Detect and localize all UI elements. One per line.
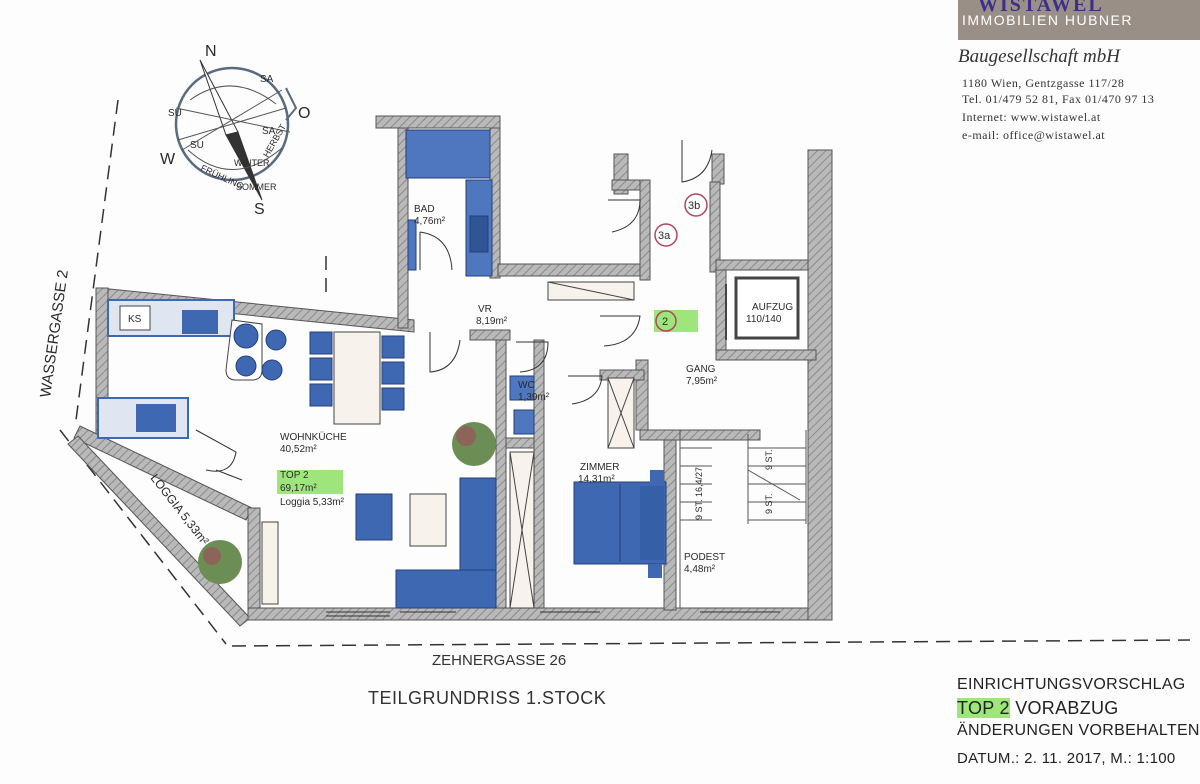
- bathroom-fixtures: [405, 129, 535, 435]
- label-ks: KS: [128, 314, 142, 325]
- label-wc-area: 1,39m²: [518, 392, 550, 403]
- address-line-3: Internet: www.wistawel.at: [962, 110, 1101, 124]
- windows: [326, 611, 780, 617]
- street-south: ZEHNERGASSE 26: [432, 652, 567, 669]
- label-bad-area: 4,76m²: [414, 216, 446, 227]
- compass-n: N: [205, 43, 217, 60]
- compass-w: W: [160, 151, 176, 168]
- stairs-label-2: 9 ST.: [764, 493, 774, 514]
- compass-sa-mid: SA: [262, 126, 276, 137]
- plants: [198, 422, 496, 584]
- address-line-4: e-mail: office@wistawel.at: [962, 128, 1106, 142]
- label-bad: BAD: [414, 204, 435, 215]
- compass-o: O: [298, 105, 310, 122]
- dining-table: [309, 331, 405, 425]
- marker-3b: [684, 193, 708, 217]
- stairs: [679, 430, 807, 608]
- note-line-3: ÄNDERUNGEN VORBEHALTEN: [957, 722, 1200, 739]
- marker-3a: [654, 223, 678, 247]
- label-podest: PODEST: [684, 552, 725, 563]
- label-top-area: 69,17m²: [280, 483, 317, 494]
- company-name: Baugesellschaft mbH: [958, 46, 1121, 67]
- note-line-2: TOP 2 VORABZUG: [957, 698, 1119, 719]
- label-podest-area: 4,48m²: [684, 564, 716, 575]
- label-top-loggia: Loggia 5,33m²: [280, 497, 345, 508]
- doors: [195, 140, 713, 481]
- label-zimmer-area: 14,31m²: [578, 474, 615, 485]
- stairs-label-1: 9 ST. 16,4/27: [694, 467, 704, 520]
- address-line-1: 1180 Wien, Gentzgasse 117/28: [962, 76, 1125, 90]
- compass-sa-top: SA: [260, 74, 274, 85]
- label-vr: VR: [478, 304, 492, 315]
- marker-3b-label: 3b: [688, 200, 700, 212]
- logo-wordmark: WISTAWEL: [978, 0, 1104, 16]
- plan-title: TEILGRUNDRISS 1.STOCK: [368, 688, 607, 708]
- elevator-shaft: [725, 276, 800, 340]
- label-wohnkueche-area: 40,52m²: [280, 444, 317, 455]
- logo-subtitle: IMMOBILIEN HUBNER: [962, 12, 1133, 28]
- label-gang: GANG: [686, 364, 716, 375]
- compass-rose: [174, 59, 298, 201]
- label-aufzug-size: 110/140: [746, 314, 782, 325]
- label-zimmer: ZIMMER: [580, 462, 619, 473]
- property-boundary: [59, 99, 1191, 647]
- compass-winter: WINTER: [234, 158, 270, 168]
- kitchen-counter: [97, 299, 263, 439]
- street-west: WASSERGASSE 2: [37, 269, 72, 399]
- stools: [233, 323, 287, 381]
- note-line-1: EINRICHTUNGSVORSCHLAG: [957, 676, 1186, 693]
- compass-su-mid: SU: [190, 140, 204, 151]
- walls: [67, 115, 833, 627]
- wardrobes: [261, 281, 635, 609]
- address-line-2: Tel. 01/479 52 81, Fax 01/470 97 13: [962, 92, 1155, 106]
- bed: [573, 470, 667, 578]
- compass-sommer: SOMMER: [236, 182, 277, 192]
- note-top-label: TOP 2: [957, 698, 1010, 718]
- top-highlight: [277, 470, 343, 494]
- compass-s: S: [254, 201, 265, 218]
- label-wohnkueche: WOHNKÜCHE: [280, 431, 347, 443]
- label-wc: WC: [518, 380, 535, 391]
- sofa-set: [355, 477, 497, 609]
- logo-band: [958, 0, 1200, 40]
- label-top: TOP 2: [280, 470, 309, 481]
- label-gang-area: 7,95m²: [686, 376, 718, 387]
- marker-2: [655, 310, 677, 332]
- label-aufzug: AUFZUG: [752, 302, 793, 313]
- note-line-4: DATUM.: 2. 11. 2017, M.: 1:100: [957, 750, 1176, 767]
- compass-su-top: SU: [168, 108, 182, 119]
- marker-2-label: 2: [662, 316, 668, 328]
- marker-3a-label: 3a: [658, 230, 671, 242]
- stairs-label-3: 9 ST.: [764, 449, 774, 470]
- label-vr-area: 8,19m²: [476, 316, 508, 327]
- note-vorabzug: VORABZUG: [1015, 698, 1119, 718]
